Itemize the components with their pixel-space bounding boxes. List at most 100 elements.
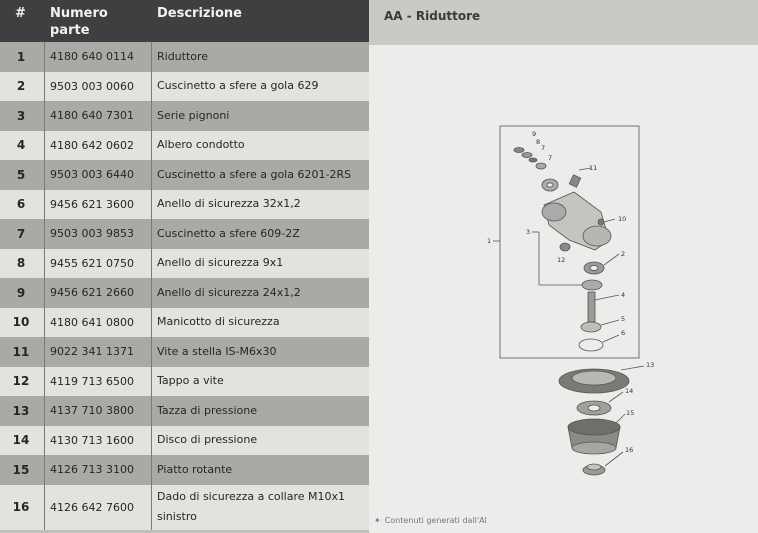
part-description: Piatto rotante bbox=[151, 455, 369, 485]
part-gearbox-housing-shape bbox=[541, 191, 616, 251]
part-description: Manicotto di sicurezza bbox=[151, 307, 369, 337]
part-description: Anello di sicurezza 9x1 bbox=[151, 248, 369, 278]
diagram-title: AA - Riduttore bbox=[384, 9, 481, 23]
parts-table: # Numero parte Descrizione 1 4180 640 011… bbox=[0, 0, 369, 533]
row-number: 13 bbox=[12, 403, 30, 418]
row-number: 6 bbox=[16, 197, 26, 212]
part-nut-shape bbox=[582, 451, 624, 476]
part-number: 9456 621 3600 bbox=[44, 189, 150, 219]
callout-4: 4 bbox=[621, 291, 625, 299]
part-rotating-plate-shape bbox=[567, 413, 626, 455]
ai-note-text: Contenuti generati dall'AI bbox=[384, 516, 487, 525]
part-description: Anello di sicurezza 32x1,2 bbox=[151, 189, 369, 219]
callout-13: 13 bbox=[646, 361, 654, 369]
callout-5: 5 bbox=[621, 315, 625, 323]
part-description: Dado di sicurezza a collare M10x1 sinist… bbox=[151, 484, 369, 530]
callout-1: 1 bbox=[487, 237, 491, 245]
exploded-diagram: 9 8 7 7 11 10 1 3 2 12 4 5 6 13 14 15 16 bbox=[487, 125, 654, 476]
part-description: Anello di sicurezza 24x1,2 bbox=[151, 278, 369, 308]
callout-2: 2 bbox=[621, 250, 625, 258]
callout-10: 10 bbox=[618, 215, 626, 223]
row-number: 8 bbox=[16, 256, 26, 271]
row-number: 3 bbox=[16, 108, 26, 123]
part-number: 4180 640 7301 bbox=[44, 101, 150, 131]
part-number: 4180 640 0114 bbox=[44, 42, 150, 72]
part-number: 4180 642 0602 bbox=[44, 130, 150, 160]
row-number: 2 bbox=[16, 79, 26, 94]
table-header: # Numero parte Descrizione bbox=[0, 0, 369, 42]
part-number: 4119 713 6500 bbox=[44, 366, 150, 396]
part-screw-shape bbox=[568, 167, 592, 188]
part-description: Cuscinetto a sfere 609-2Z bbox=[151, 219, 369, 249]
part-number: 9455 621 0750 bbox=[44, 248, 150, 278]
part-description: Cuscinetto a sfere a gola 629 bbox=[151, 71, 369, 101]
callout-16: 16 bbox=[625, 446, 633, 454]
part-bearing-large-shape bbox=[581, 253, 620, 291]
row-number: 1 bbox=[16, 49, 26, 64]
part-bearing-small-shape bbox=[541, 178, 559, 192]
part-description: Riduttore bbox=[151, 42, 369, 72]
callout-7b: 7 bbox=[548, 154, 552, 162]
header-num: # bbox=[15, 6, 26, 21]
part-description: Cuscinetto a sfere a gola 6201-2RS bbox=[151, 160, 369, 190]
part-number: 9503 003 0060 bbox=[44, 71, 150, 101]
part-description: Serie pignoni bbox=[151, 101, 369, 131]
row-number: 10 bbox=[12, 315, 30, 330]
callout-15: 15 bbox=[626, 409, 634, 417]
part-pressure-cup-shape bbox=[558, 365, 645, 394]
part-pressure-disc-shape bbox=[576, 391, 624, 416]
diagram-page: AA - Riduttore bbox=[369, 0, 758, 533]
part-number: 4180 641 0800 bbox=[44, 307, 150, 337]
part-description: Albero condotto bbox=[151, 130, 369, 160]
part-number: 9503 003 9853 bbox=[44, 219, 150, 249]
part-number: 9022 341 1371 bbox=[44, 337, 150, 367]
callout-12: 12 bbox=[557, 256, 565, 264]
callout-9: 9 bbox=[532, 130, 536, 138]
row-number: 5 bbox=[16, 167, 26, 182]
part-shaft-shape bbox=[587, 291, 620, 323]
row-number: 14 bbox=[12, 433, 30, 448]
part-description: Disco di pressione bbox=[151, 425, 369, 455]
row-number: 7 bbox=[16, 226, 26, 241]
row-number: 15 bbox=[12, 462, 30, 477]
diagram-frame bbox=[499, 125, 640, 359]
row-number: 4 bbox=[16, 138, 26, 153]
diagram-header: AA - Riduttore bbox=[369, 0, 758, 45]
part-rings-shape bbox=[578, 319, 620, 352]
part-number: 4126 642 7600 bbox=[44, 484, 150, 530]
part-number: 4137 710 3800 bbox=[44, 396, 150, 426]
row-number: 12 bbox=[12, 374, 30, 389]
header-code: Numero parte bbox=[50, 6, 108, 38]
row-number: 16 bbox=[12, 500, 30, 514]
part-description: Tappo a vite bbox=[151, 366, 369, 396]
sparkle-icon: ✦ bbox=[374, 516, 381, 525]
part-number: 4130 713 1600 bbox=[44, 425, 150, 455]
ai-generated-note: ✦Contenuti generati dall'AI bbox=[374, 516, 487, 525]
row-number: 9 bbox=[16, 285, 26, 300]
part-number: 4126 713 3100 bbox=[44, 455, 150, 485]
part-number: 9503 003 6440 bbox=[44, 160, 150, 190]
part-cap-shape bbox=[559, 242, 571, 252]
callout-7a: 7 bbox=[541, 144, 545, 152]
part-description: Tazza di pressione bbox=[151, 396, 369, 426]
callout-14: 14 bbox=[625, 387, 633, 395]
callout-3: 3 bbox=[526, 228, 530, 236]
callout-6: 6 bbox=[621, 329, 625, 337]
